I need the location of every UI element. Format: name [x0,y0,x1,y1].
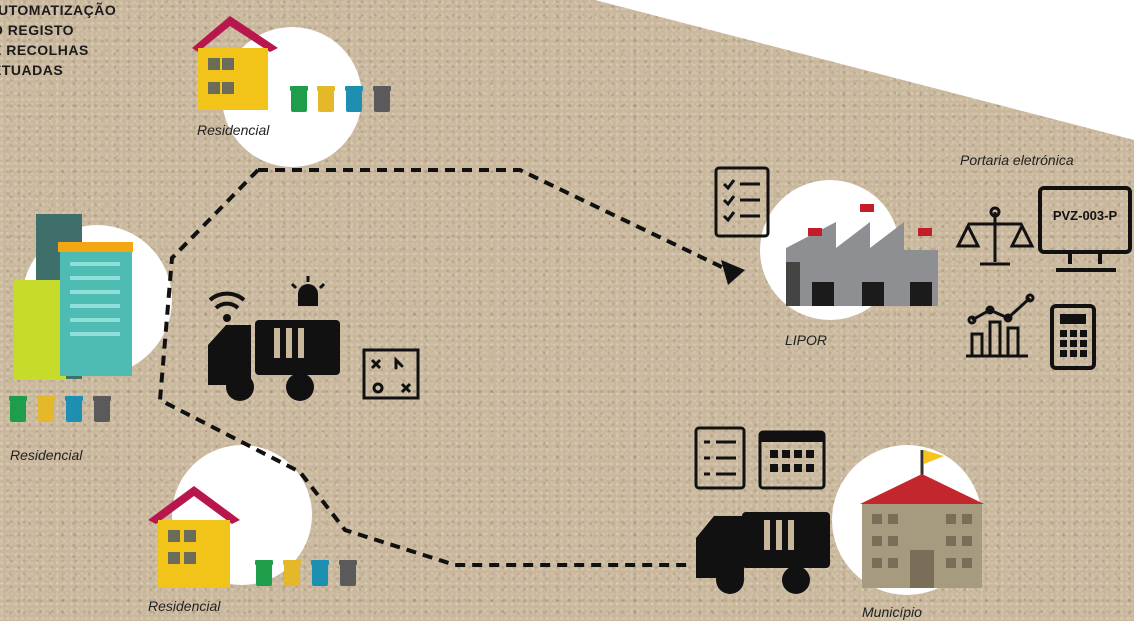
house-icon-bottom [148,486,240,588]
route-map-icon [362,348,420,400]
collection-route-line [157,168,729,567]
label-residencial-bottom: Residencial [148,598,221,614]
license-plate-text: PVZ-003-P [1052,208,1118,223]
recycling-bins-icon-bottom [255,560,357,586]
title-line-4: ETUADAS [0,62,64,78]
truck-with-wifi-and-siren-icon [208,276,340,401]
label-municipio: Município [862,604,922,620]
label-residencial-top: Residencial [197,122,270,138]
factory-icon [786,204,938,306]
diagram-title: UTOMATIZAÇÃO O REGISTO E RECOLHAS ETUADA… [0,0,116,80]
monitor-icon [1038,186,1132,272]
title-line-1: UTOMATIZAÇÃO [0,2,117,18]
town-hall-icon [860,450,984,588]
title-line-3: E RECOLHAS [0,42,89,58]
calculator-icon [1050,304,1096,370]
recycling-bins-icon [290,86,391,112]
house-icon [192,16,278,110]
growth-chart-icon [966,293,1035,358]
list-icon [694,426,746,490]
route-arrowhead [721,260,745,285]
checklist-icon [714,166,770,238]
apartment-buildings-icon [14,214,133,380]
recycling-bins-icon-left [9,396,111,422]
label-lipor: LIPOR [785,332,828,348]
label-portaria-eletronica: Portaria eletrónica [960,152,1074,168]
title-line-2: O REGISTO [0,22,75,38]
label-residencial-left: Residencial [10,447,83,463]
calendar-icon [758,430,826,490]
garbage-truck-icon [696,512,830,594]
scale-icon [955,206,1035,266]
